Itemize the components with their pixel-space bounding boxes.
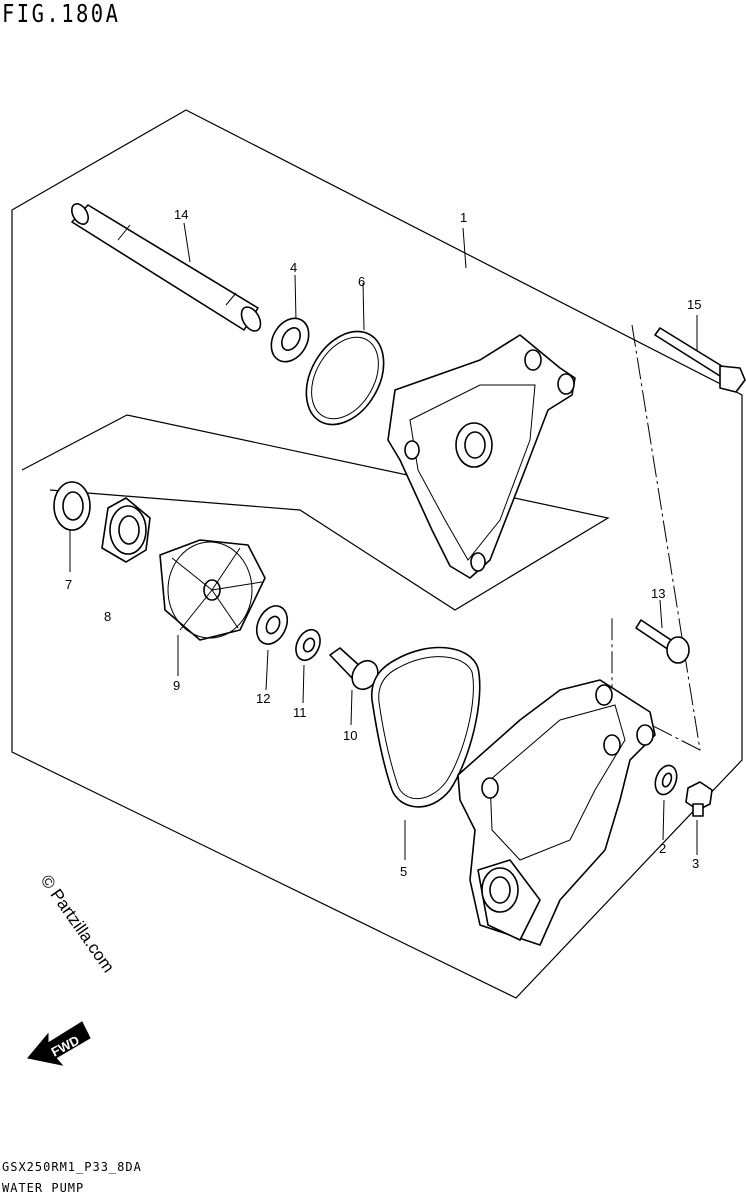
callout-9: 9 [173, 678, 180, 693]
bolt-15 [654, 327, 746, 393]
washer-12 [255, 605, 289, 645]
callout-1: 1 [460, 210, 467, 225]
pump-body [457, 679, 656, 946]
callout-11: 11 [293, 705, 307, 720]
callout-5: 5 [400, 864, 407, 879]
callout-7: 7 [65, 577, 72, 592]
partzilla-watermark: © Partzilla.com [37, 871, 118, 976]
callout-13: 13 [651, 586, 665, 601]
callout-15: 15 [687, 297, 701, 312]
figure-title: FIG.180A [2, 0, 121, 28]
washer-11 [295, 628, 321, 662]
callout-2: 2 [659, 841, 666, 856]
mechanical-seal-8 [101, 497, 151, 563]
fwd-arrow-label: FWD [49, 1032, 82, 1059]
o-ring-6 [305, 330, 385, 426]
bolt-bracket-dashed [611, 324, 701, 751]
assembly-frame [11, 109, 743, 999]
pump-shaft [71, 203, 262, 332]
washer-4 [270, 317, 310, 363]
diagram-name: WATER PUMP [2, 1181, 85, 1195]
callout-4: 4 [290, 260, 297, 275]
impeller-9 [159, 539, 266, 641]
bolt-10 [329, 647, 379, 691]
oil-seal-7 [53, 481, 91, 531]
callout-14: 14 [174, 207, 188, 222]
callout-3: 3 [692, 856, 699, 871]
gasket-5 [370, 646, 481, 808]
pump-cover [387, 334, 576, 579]
washer-2 [654, 764, 678, 796]
callout-8: 8 [104, 609, 111, 624]
callout-12: 12 [256, 691, 270, 706]
callout-10: 10 [343, 728, 357, 743]
leader-lines [69, 222, 698, 860]
fwd-arrow-icon: FWD [27, 1021, 91, 1066]
inner-frame [21, 414, 610, 611]
bolt-13 [635, 619, 690, 664]
callout-6: 6 [358, 274, 365, 289]
bolt-3 [685, 781, 713, 817]
diagram-code: GSX250RM1_P33_8DA [2, 1160, 142, 1174]
